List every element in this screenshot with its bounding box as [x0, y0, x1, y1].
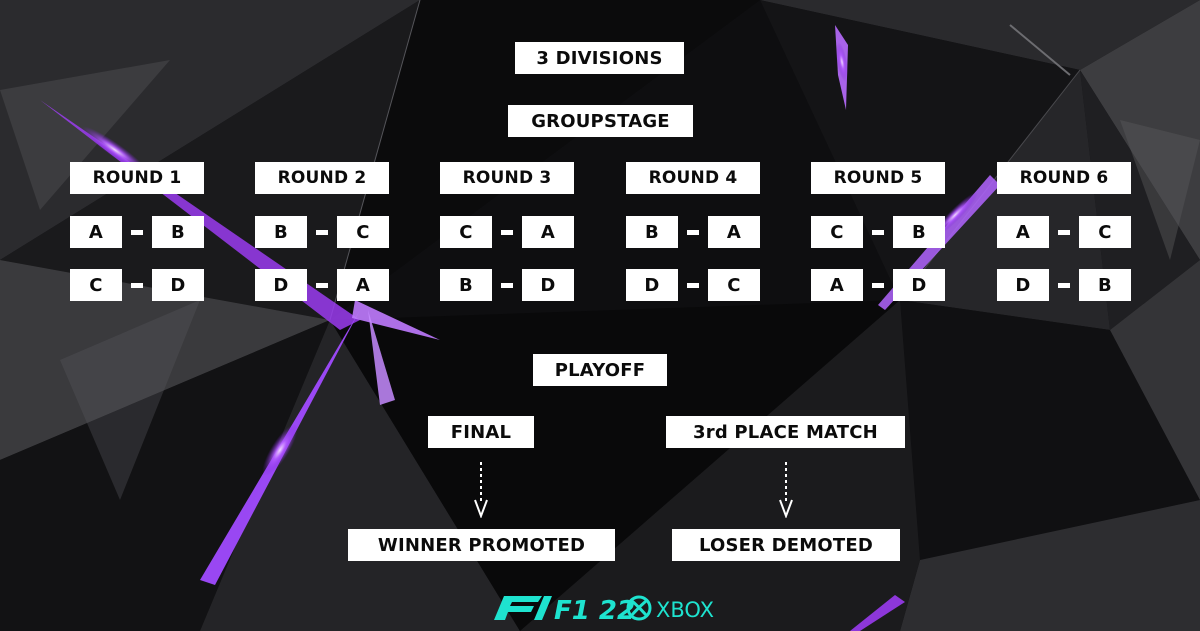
round-1-match-1-team-home: A	[70, 216, 122, 248]
versus-dash	[501, 230, 513, 235]
round-5-match-2-team-home: A	[811, 269, 863, 301]
round-1-match-2-team-home: C	[70, 269, 122, 301]
round-3-match-1-team-home: C	[440, 216, 492, 248]
round-5-match-1-team-home: C	[811, 216, 863, 248]
f1-22-logo: F1 22	[494, 596, 635, 626]
final-label: FINAL	[428, 416, 534, 448]
versus-dash	[872, 283, 884, 288]
round-3-match-1-team-away: A	[522, 216, 574, 248]
footer-logos: F1 22 XBOX	[494, 595, 714, 626]
versus-dash	[1058, 283, 1070, 288]
round-2-match-1-team-away: C	[337, 216, 389, 248]
round-6-match-2-team-away: B	[1079, 269, 1131, 301]
round-2-match-2-team-away: A	[337, 269, 389, 301]
versus-dash	[872, 230, 884, 235]
round-6-match-1-team-home: A	[997, 216, 1049, 248]
xbox-logo: XBOX	[626, 595, 714, 622]
winner-promoted-label: WINNER PROMOTED	[348, 529, 615, 561]
round-2-match-1-team-home: B	[255, 216, 307, 248]
round-1-label: ROUND 1	[70, 162, 204, 194]
round-4-match-1-team-away: A	[708, 216, 760, 248]
round-6-label: ROUND 6	[997, 162, 1131, 194]
round-3-match-2-team-away: D	[522, 269, 574, 301]
final-arrow-icon	[474, 462, 488, 518]
versus-dash	[1058, 230, 1070, 235]
round-4-match-2-team-away: C	[708, 269, 760, 301]
versus-dash	[687, 230, 699, 235]
round-1-match-2-team-away: D	[152, 269, 204, 301]
round-6-match-2-team-home: D	[997, 269, 1049, 301]
third-place-label: 3rd PLACE MATCH	[666, 416, 905, 448]
round-1-match-1-team-away: B	[152, 216, 204, 248]
round-4-label: ROUND 4	[626, 162, 760, 194]
divisions-title: 3 DIVISIONS	[515, 42, 684, 74]
round-5-match-1-team-away: B	[893, 216, 945, 248]
loser-demoted-label: LOSER DEMOTED	[672, 529, 900, 561]
versus-dash	[501, 283, 513, 288]
xbox-logo-text: XBOX	[656, 598, 714, 622]
versus-dash	[316, 283, 328, 288]
round-4-match-1-team-home: B	[626, 216, 678, 248]
versus-dash	[687, 283, 699, 288]
versus-dash	[131, 283, 143, 288]
f1-22-logo-text: F1 22	[554, 596, 635, 626]
versus-dash	[316, 230, 328, 235]
playoff-title: PLAYOFF	[533, 354, 667, 386]
third-place-arrow-icon	[779, 462, 793, 518]
round-2-match-2-team-home: D	[255, 269, 307, 301]
round-5-label: ROUND 5	[811, 162, 945, 194]
versus-dash	[131, 230, 143, 235]
round-2-label: ROUND 2	[255, 162, 389, 194]
round-6-match-1-team-away: C	[1079, 216, 1131, 248]
round-3-label: ROUND 3	[440, 162, 574, 194]
round-5-match-2-team-away: D	[893, 269, 945, 301]
groupstage-title: GROUPSTAGE	[508, 105, 693, 137]
round-4-match-2-team-home: D	[626, 269, 678, 301]
round-3-match-2-team-home: B	[440, 269, 492, 301]
